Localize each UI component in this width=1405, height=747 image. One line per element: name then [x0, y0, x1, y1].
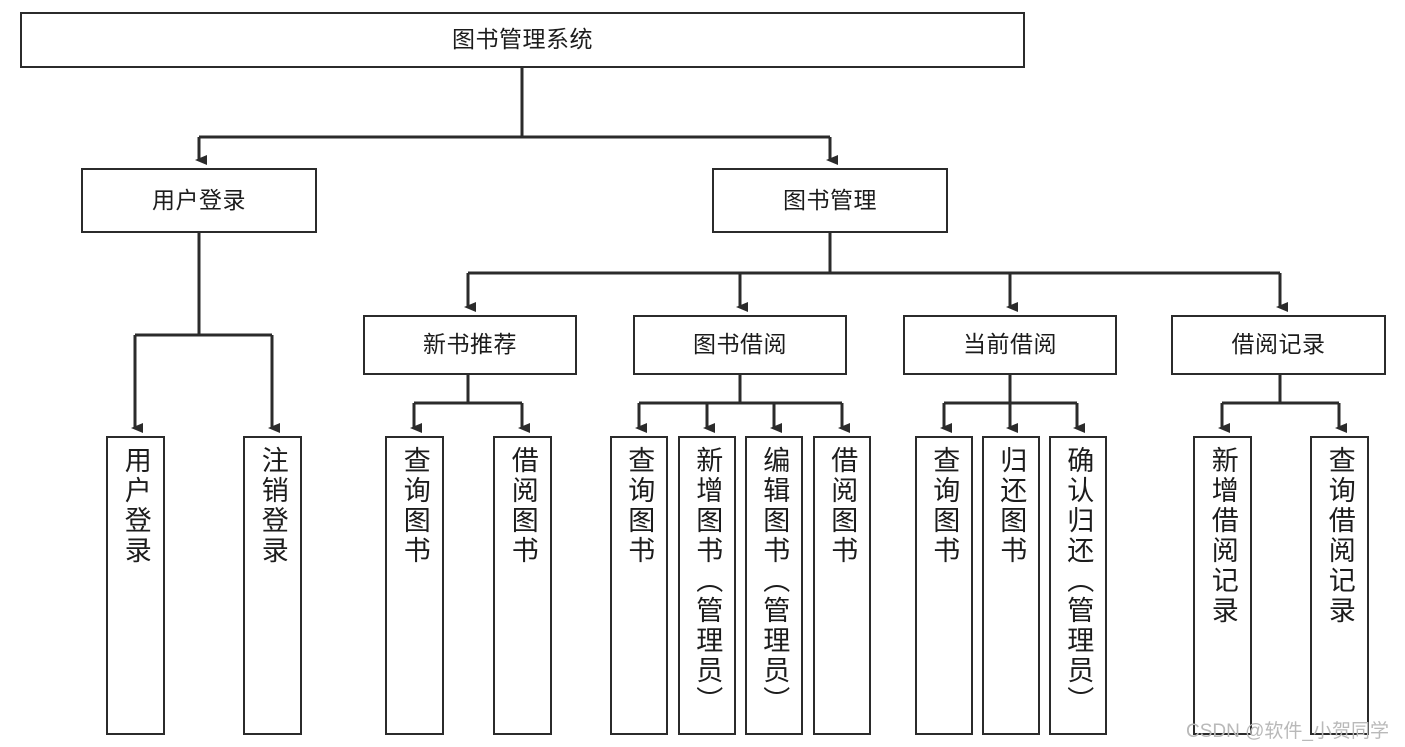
node-label: 当前借阅: [963, 331, 1057, 358]
node-borrow-record[interactable]: 借阅记录: [1171, 315, 1386, 375]
node-leaf-logout-login[interactable]: 注销登录: [243, 436, 302, 735]
node-label: 查询图书: [929, 446, 960, 566]
node-leaf-query-book-2[interactable]: 查询图书: [610, 436, 668, 735]
node-label: 借阅图书: [827, 446, 858, 566]
node-label: 新增图书（管理员）: [692, 446, 723, 716]
node-label: 借阅记录: [1231, 331, 1326, 358]
node-label: 归还图书: [996, 446, 1027, 566]
node-current-borrow[interactable]: 当前借阅: [903, 315, 1117, 375]
node-book-manage[interactable]: 图书管理: [712, 168, 948, 233]
node-leaf-return-book[interactable]: 归还图书: [982, 436, 1040, 735]
node-label: 注销登录: [257, 446, 288, 566]
node-label: 图书管理: [783, 186, 877, 213]
node-leaf-query-book-1[interactable]: 查询图书: [385, 436, 444, 735]
node-new-book-recommend[interactable]: 新书推荐: [363, 315, 577, 375]
node-label: 确认归还（管理员）: [1063, 446, 1094, 716]
node-leaf-borrow-book-2[interactable]: 借阅图书: [813, 436, 871, 735]
node-leaf-query-book-3[interactable]: 查询图书: [915, 436, 973, 735]
node-label: 借阅图书: [507, 446, 538, 566]
node-leaf-edit-book[interactable]: 编辑图书（管理员）: [745, 436, 803, 735]
node-label: 查询借阅记录: [1324, 446, 1355, 626]
node-book-borrow[interactable]: 图书借阅: [633, 315, 847, 375]
csdn-watermark: CSDN @软件_小贺同学: [1186, 721, 1389, 742]
node-book-management-system[interactable]: 图书管理系统: [20, 12, 1025, 68]
node-leaf-user-login[interactable]: 用户登录: [106, 436, 165, 735]
node-label: 图书管理系统: [452, 26, 593, 53]
node-label: 图书借阅: [693, 331, 787, 358]
node-user-login[interactable]: 用户登录: [81, 168, 317, 233]
node-leaf-borrow-book-1[interactable]: 借阅图书: [493, 436, 552, 735]
node-label: 新书推荐: [423, 331, 517, 358]
node-label: 查询图书: [624, 446, 655, 566]
node-label: 用户登录: [152, 186, 246, 213]
node-label: 新增借阅记录: [1207, 446, 1238, 626]
node-leaf-query-record[interactable]: 查询借阅记录: [1310, 436, 1369, 735]
node-leaf-confirm-return[interactable]: 确认归还（管理员）: [1049, 436, 1107, 735]
node-leaf-add-record[interactable]: 新增借阅记录: [1193, 436, 1252, 735]
node-label: 用户登录: [120, 446, 151, 566]
node-label: 编辑图书（管理员）: [759, 446, 790, 716]
node-label: 查询图书: [399, 446, 430, 566]
node-leaf-add-book[interactable]: 新增图书（管理员）: [678, 436, 736, 735]
